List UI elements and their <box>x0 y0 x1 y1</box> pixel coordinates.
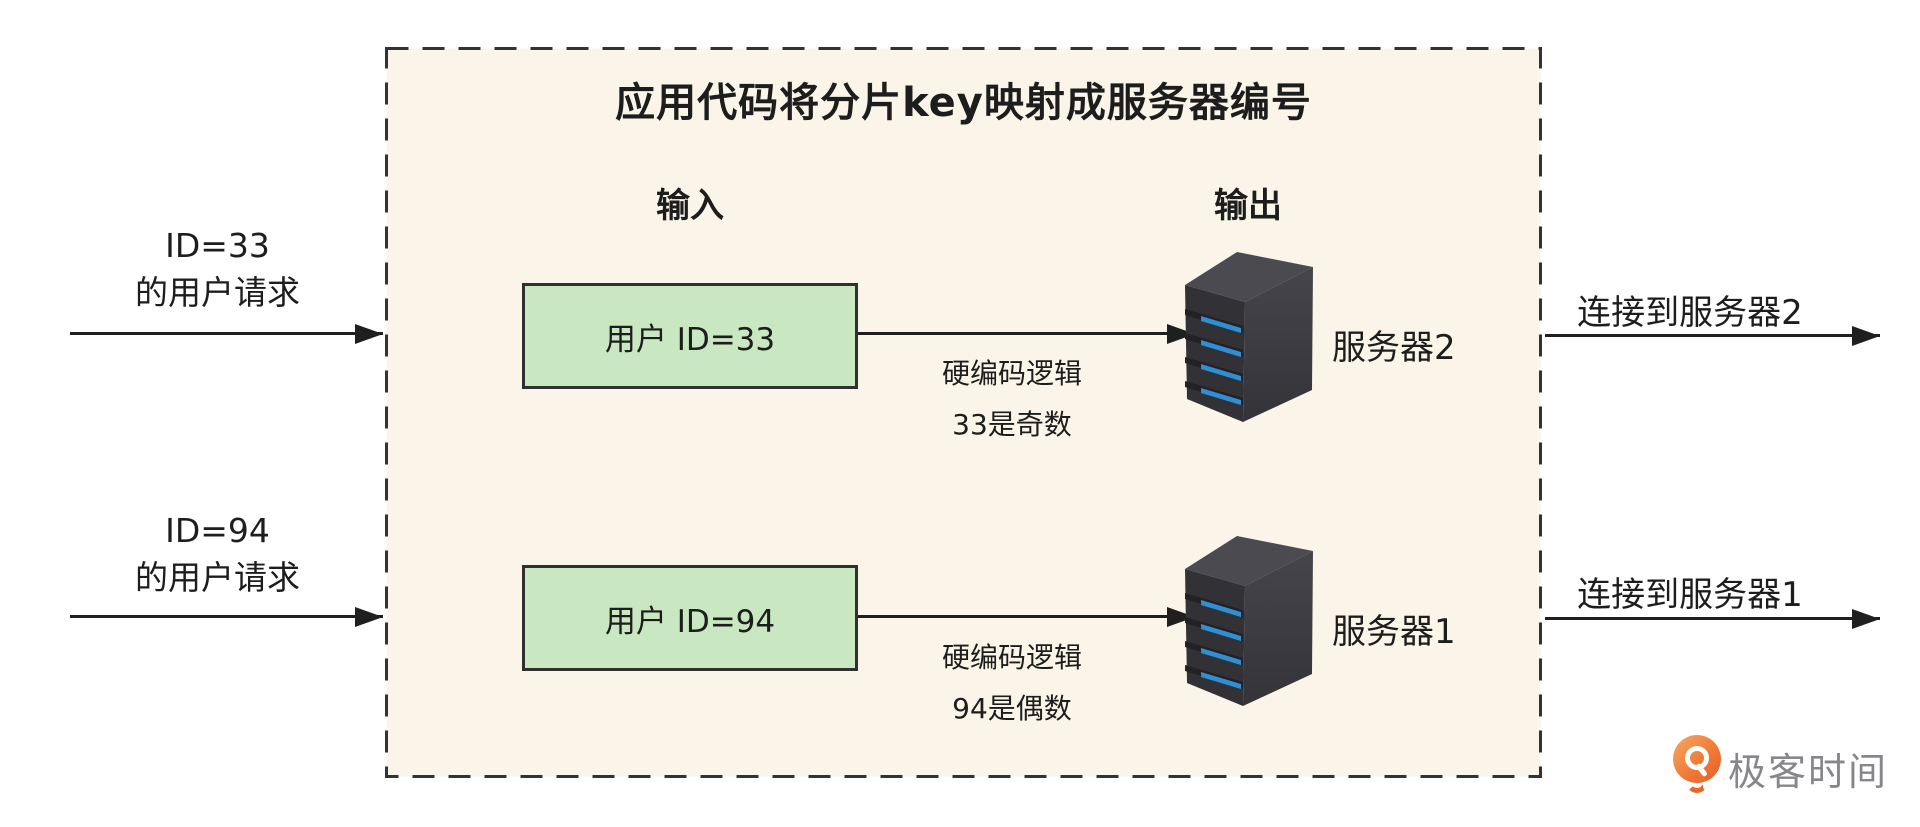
server-label-2: 服务器1 <box>1332 612 1456 652</box>
logic-label-2-line1: 硬编码逻辑 <box>941 641 1082 674</box>
request-label-1-line2: 的用户请求 <box>135 273 300 312</box>
request-label-1: ID=33 的用户请求 <box>65 222 370 316</box>
out-label-1: 连接到服务器2 <box>1577 293 1803 333</box>
outgoing-arrow-2 <box>1545 617 1880 620</box>
input-column-header: 输入 <box>656 186 724 226</box>
server-label-1: 服务器2 <box>1332 328 1456 368</box>
request-label-1-line1: ID=33 <box>165 226 270 265</box>
input-box-2-label: 用户 ID=94 <box>604 603 776 640</box>
request-label-2-line1: ID=94 <box>165 511 270 550</box>
logic-label-2-line2: 94是偶数 <box>952 692 1072 725</box>
brand-logo-text: 极客时间 <box>1728 750 1889 794</box>
incoming-arrow-1 <box>70 332 383 335</box>
logic-label-2: 硬编码逻辑 94是偶数 <box>882 632 1142 734</box>
input-box-1: 用户 ID=33 <box>522 283 858 389</box>
request-label-2-line2: 的用户请求 <box>135 558 300 597</box>
logic-label-1: 硬编码逻辑 33是奇数 <box>882 348 1142 450</box>
brand-logo: 极客时间 <box>1673 733 1886 795</box>
request-label-2: ID=94 的用户请求 <box>65 507 370 601</box>
logic-label-1-line1: 硬编码逻辑 <box>941 357 1082 390</box>
output-column-header: 输出 <box>1214 186 1282 226</box>
geektime-logo-icon <box>1673 735 1723 795</box>
incoming-arrow-2 <box>70 615 383 618</box>
server-icon-2 <box>1185 536 1313 706</box>
out-label-2: 连接到服务器1 <box>1577 575 1803 615</box>
panel-title: 应用代码将分片key映射成服务器编号 <box>615 80 1312 126</box>
logo-pin-tip <box>1686 780 1708 793</box>
mapping-arrow-1 <box>858 332 1195 335</box>
outgoing-arrow-1 <box>1545 334 1880 337</box>
server-icon-1 <box>1185 252 1313 422</box>
mapping-arrow-2 <box>858 615 1195 618</box>
logic-label-1-line2: 33是奇数 <box>952 408 1072 441</box>
input-box-1-label: 用户 ID=33 <box>604 321 776 358</box>
input-box-2: 用户 ID=94 <box>522 565 858 671</box>
